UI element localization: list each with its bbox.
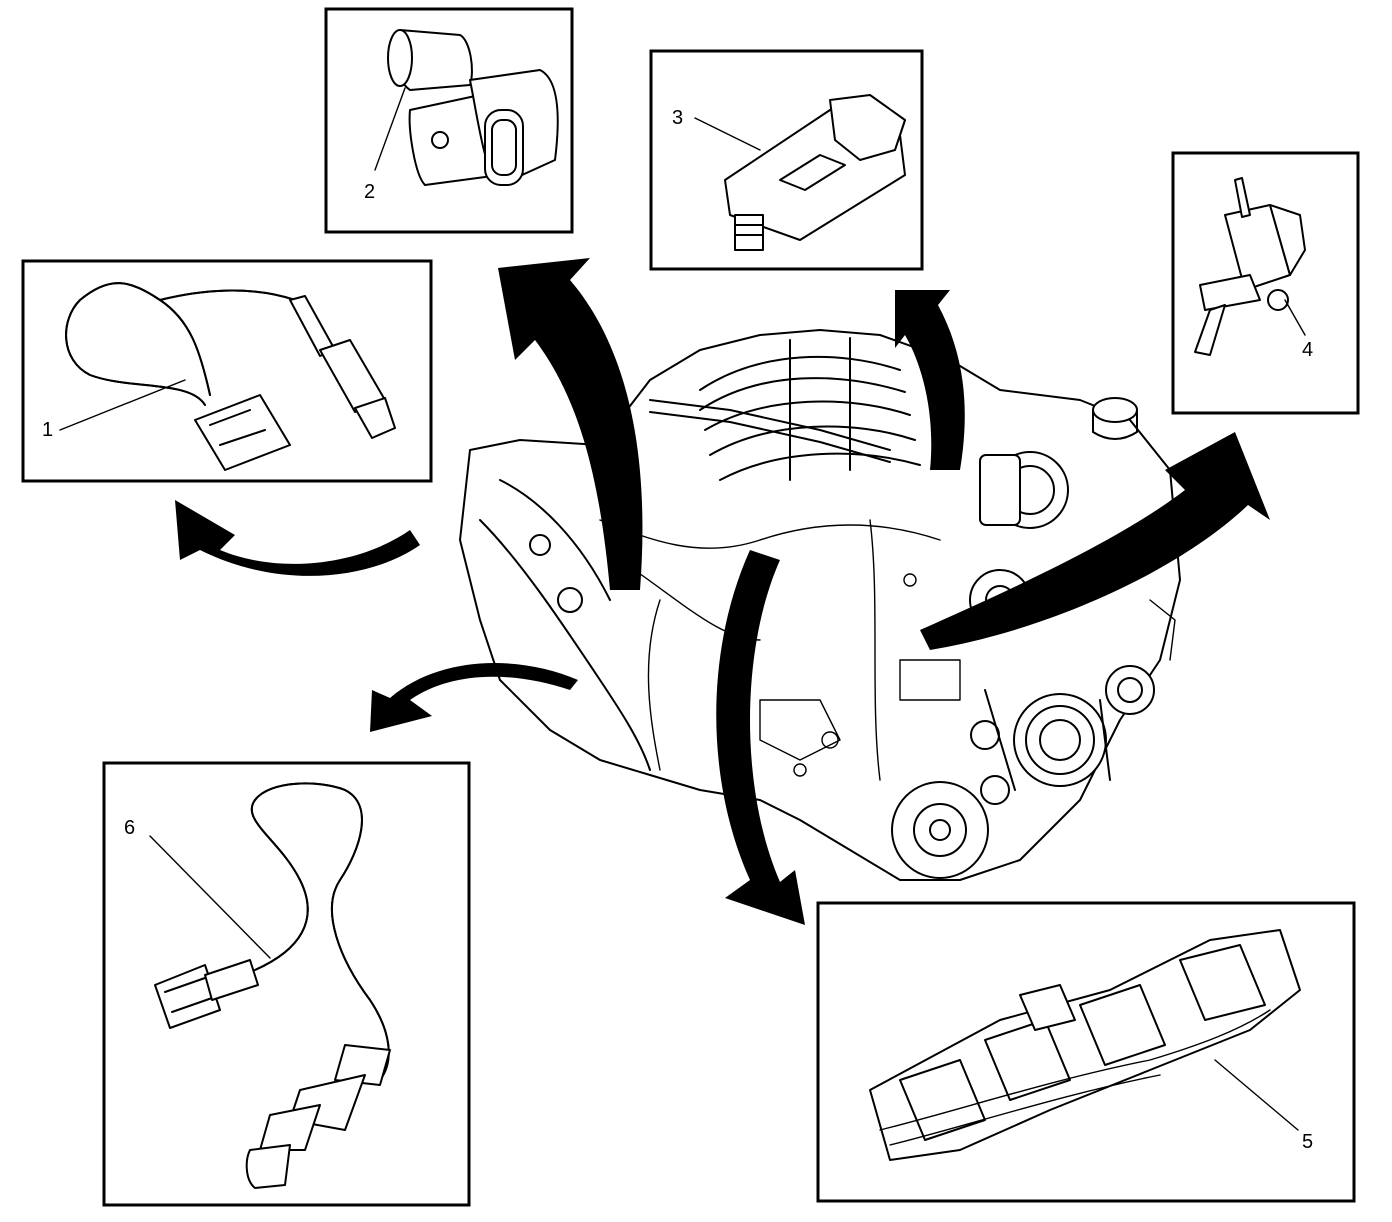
arrow-to-ignition-coil-5 (716, 550, 805, 925)
arrow-to-sensor-2 (498, 258, 643, 590)
callout-label-3: 3 (672, 107, 683, 129)
arrow-to-sensor-4 (920, 432, 1270, 650)
arrow-to-sensor-3 (895, 290, 965, 470)
component-box-2: 2 (324, 7, 574, 234)
callout-label-6: 6 (124, 817, 135, 839)
arrow-to-sensor-6 (370, 663, 578, 732)
callout-label-1: 1 (42, 419, 53, 441)
component-box-3: 3 (649, 49, 924, 271)
callout-label-5: 5 (1302, 1131, 1313, 1153)
arrow-to-sensor-1 (175, 500, 420, 576)
callout-label-4: 4 (1302, 339, 1313, 361)
callout-label-2: 2 (364, 181, 375, 203)
component-location-arrows (175, 258, 1270, 925)
component-box-6: 6 (102, 761, 471, 1207)
component-box-1: 1 (21, 259, 433, 483)
engine-assembly (459, 329, 1181, 881)
component-box-5: 5 (816, 901, 1356, 1203)
component-box-4: 4 (1171, 151, 1360, 415)
